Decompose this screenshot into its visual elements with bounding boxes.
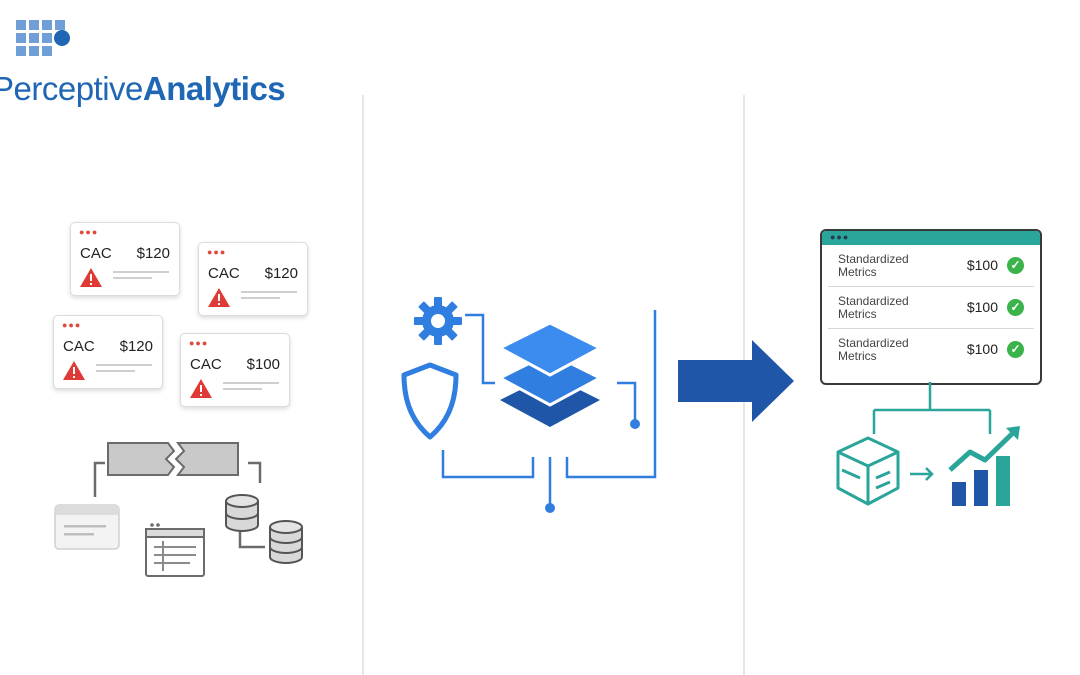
connector-line — [93, 461, 105, 497]
circuit-line — [617, 381, 637, 421]
circuit-line — [465, 313, 495, 385]
metric-row: Standardized Metrics $100 ✓ — [828, 287, 1034, 329]
arrow-right-icon — [678, 340, 794, 422]
growth-chart-icon — [948, 426, 1020, 506]
window-titlebar: ●●● — [822, 231, 1040, 245]
document-icon — [54, 504, 120, 550]
cac-card: ●●● CAC $120 — [70, 222, 180, 296]
metric-value: $100 — [966, 341, 998, 357]
layers-icon — [496, 321, 604, 427]
logo-icon — [16, 20, 70, 56]
cac-value: $120 — [136, 245, 170, 262]
check-icon: ✓ — [1007, 299, 1024, 316]
standardized-metrics-dashboard: ●●● Standardized Metrics $100 ✓ Standard… — [820, 229, 1042, 385]
check-icon: ✓ — [1007, 341, 1024, 358]
data-silos-illustration — [54, 442, 303, 577]
metric-value: $100 — [966, 299, 998, 315]
panel-divider — [362, 95, 364, 675]
cac-label: CAC — [190, 356, 222, 373]
logo-text-regular: Perceptive — [0, 70, 143, 107]
arrow-right-icon — [910, 467, 934, 481]
cac-card: ●●● CAC $120 — [53, 315, 163, 389]
circuit-line — [565, 310, 657, 479]
warning-icon — [190, 379, 212, 398]
circuit-line — [441, 450, 535, 479]
cube-icon — [836, 436, 900, 506]
warning-icon — [208, 288, 230, 307]
governance-layer-illustration — [401, 297, 657, 513]
warning-icon — [63, 361, 85, 380]
cac-card: ●●● CAC $120 — [198, 242, 308, 316]
database-icon — [269, 520, 303, 564]
logo-text: PerceptiveAnalytics — [0, 70, 286, 108]
metric-value: $100 — [966, 257, 998, 273]
broken-link-icon — [107, 442, 239, 476]
connector-line — [872, 382, 992, 434]
warning-icon — [80, 268, 102, 287]
cac-value: $120 — [264, 265, 298, 282]
cac-value: $100 — [246, 356, 280, 373]
cac-label: CAC — [63, 338, 95, 355]
gear-icon — [414, 297, 462, 345]
metric-row: Standardized Metrics $100 ✓ — [828, 245, 1034, 287]
cac-card: ●●● CAC $100 — [180, 333, 290, 407]
cac-label: CAC — [80, 245, 112, 262]
metric-row: Standardized Metrics $100 ✓ — [828, 329, 1034, 370]
database-icon — [225, 494, 259, 532]
cac-value: $120 — [119, 338, 153, 355]
cac-label: CAC — [208, 265, 240, 282]
metric-name: Standardized Metrics — [838, 336, 909, 363]
check-icon: ✓ — [1007, 257, 1024, 274]
metric-name: Standardized Metrics — [838, 252, 909, 279]
shield-icon — [401, 362, 459, 440]
connector-line — [238, 530, 265, 549]
connector-line — [248, 461, 262, 483]
metric-name: Standardized Metrics — [838, 294, 909, 321]
logo-text-bold: Analytics — [142, 70, 286, 107]
table-icon — [145, 523, 205, 577]
insights-illustration — [836, 382, 1020, 506]
